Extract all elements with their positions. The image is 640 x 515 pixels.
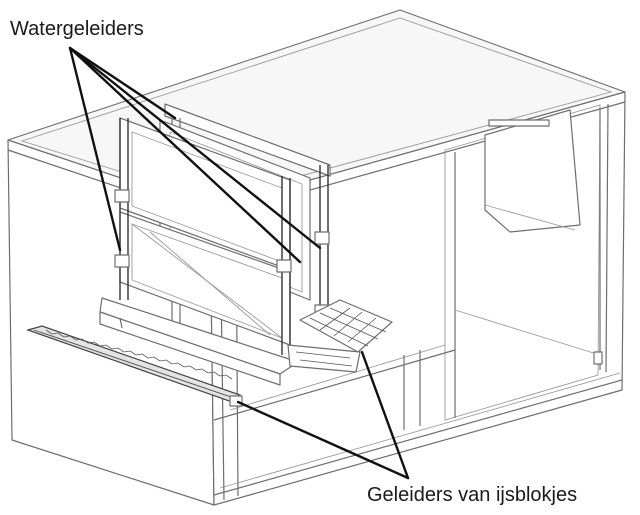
leader-lines bbox=[68, 46, 410, 480]
ice-guide-chute bbox=[26, 325, 243, 407]
water-guides-label: Watergeleiders bbox=[10, 18, 144, 40]
evaporator-assembly bbox=[99, 103, 393, 386]
cabinet-shell bbox=[7, 9, 626, 506]
ice-guides-label: Geleiders van ijsblokjes bbox=[367, 484, 578, 506]
